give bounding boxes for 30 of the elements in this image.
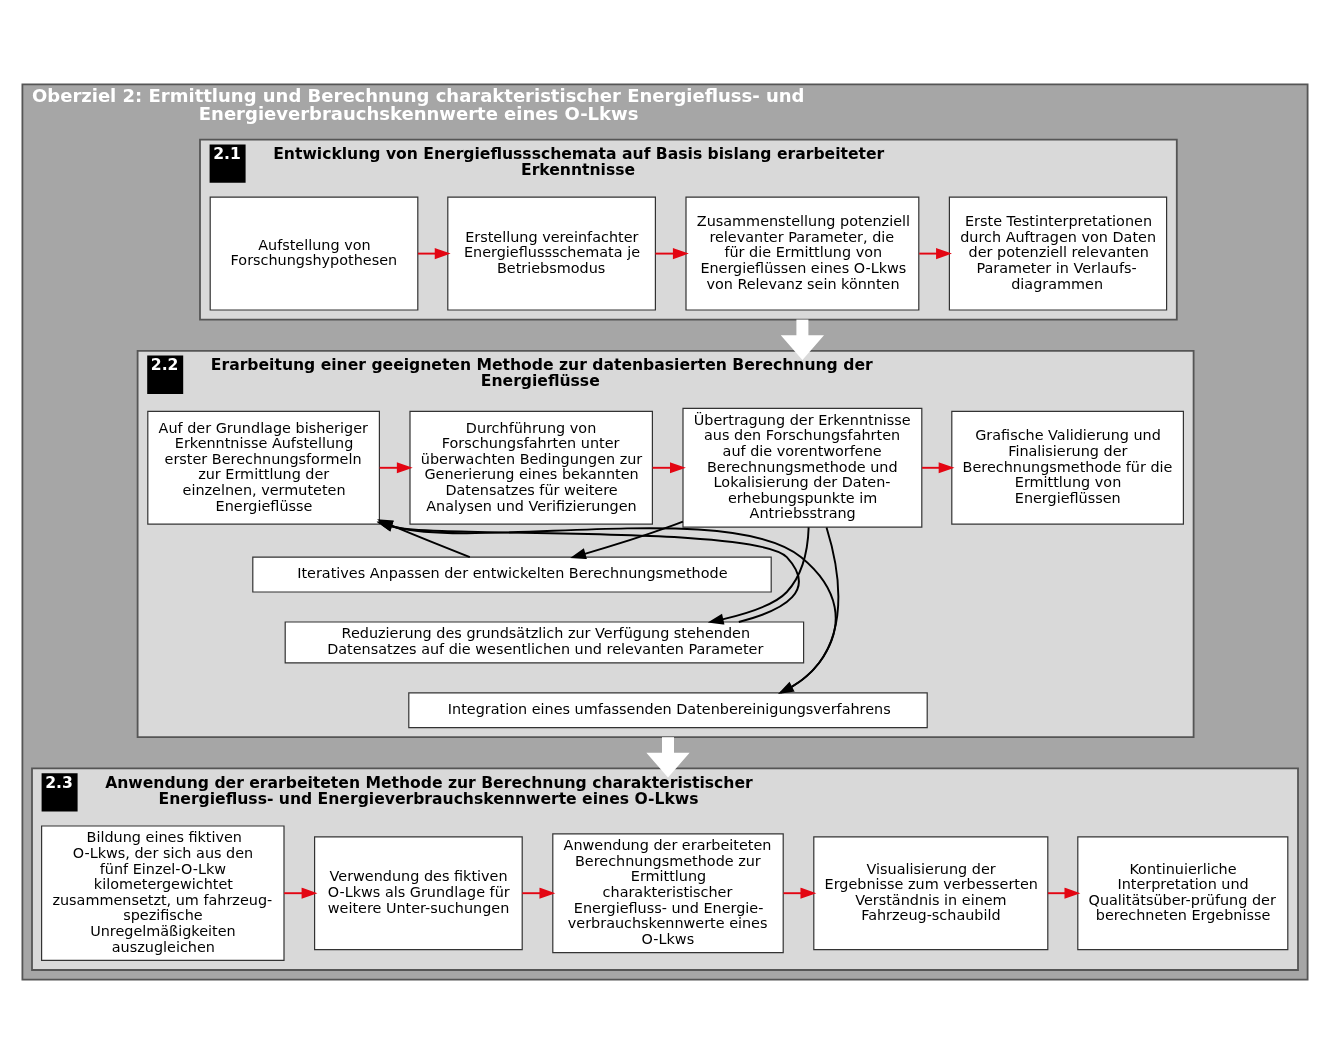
node-box: Erstellung vereinfachter Energieflussschemata je Betriebsmodus [447, 196, 656, 311]
arrow [654, 248, 689, 260]
node-box: Erste Testinterpretationen durch Auftragen von Daten der potenziell relevanten Parameter in Verlaufs-diagrammen [948, 196, 1168, 311]
node-box: Anwendung der erarbeiteten Berechnungsmethode zur Ermittlung charakteristischer Energiefluss- und Energie-verbrauchskennwerte eines O-Lkws [552, 833, 784, 954]
arrow [570, 520, 684, 559]
arrow [651, 462, 686, 474]
arrow [921, 462, 955, 474]
node-box: Integration eines umfassenden Datenbereinigungsverfahrens [408, 692, 928, 729]
node-box: Kontinuierliche Interpretation und Qualitätsüber-prüfung der berechneten Ergebnisse [1077, 836, 1289, 951]
arrow [646, 737, 690, 778]
arrow [707, 526, 810, 625]
arrow [417, 248, 451, 260]
arrow [283, 887, 318, 899]
arrow [1047, 887, 1081, 899]
node-box: Bildung eines fiktiven O-Lkws, der sich aus den fünf Einzel-O-Lkw kilometergewichtet zusammensetzt, um fahrzeug-spezifische Unregelmäßigkeiten auszugleichen [41, 825, 285, 961]
node-box: Durchführung von Forschungsfahrten unter überwachten Bedingungen zur Generierung eines bekannten Datensatzes für weitere Analysen und Verifizierungen [409, 410, 653, 525]
node-box: Übertragung der Erkenntnisse aus den Forschungsfahrten auf die vorentworfene Berechnungsmethode und Lokalisierung der Daten-erhebungspunkte im Antriebsstrang [682, 407, 923, 528]
node-box: Zusammenstellung potenziell relevanter Parameter, die für die Ermittlung von Energieflüssen eines O-Lkws von Relevanz sein könnten [685, 196, 920, 311]
arrow [521, 887, 556, 899]
arrow [918, 248, 952, 260]
node-box: Auf der Grundlage bisheriger Erkenntnisse Aufstellung erster Berechnungsformeln zur Ermittlung der einzelnen, vermuteten Energieflüsse [147, 410, 380, 525]
node-box: Iteratives Anpassen der entwickelten Berechnungsmethode [252, 556, 772, 593]
arrow [782, 887, 817, 899]
node-box: Grafische Validierung und Finalisierung der Berechnungsmethode für die Ermittlung von Energieflüssen [951, 410, 1184, 525]
node-box: Visualisierung der Ergebnisse zum verbesserten Verständnis in einem Fahrzeug-schaubild [813, 836, 1049, 951]
node-box: Reduzierung des grundsätzlich zur Verfügung stehenden Datensatzes auf die wesentlichen und relevanten Parameter [284, 621, 805, 664]
node-box: Aufstellung von Forschungshypothesen [209, 196, 419, 311]
node-box: Verwendung des fiktiven O-Lkws als Grundlage für weitere Unter-suchungen [314, 836, 523, 951]
arrow [378, 462, 413, 474]
arrow [780, 319, 825, 360]
